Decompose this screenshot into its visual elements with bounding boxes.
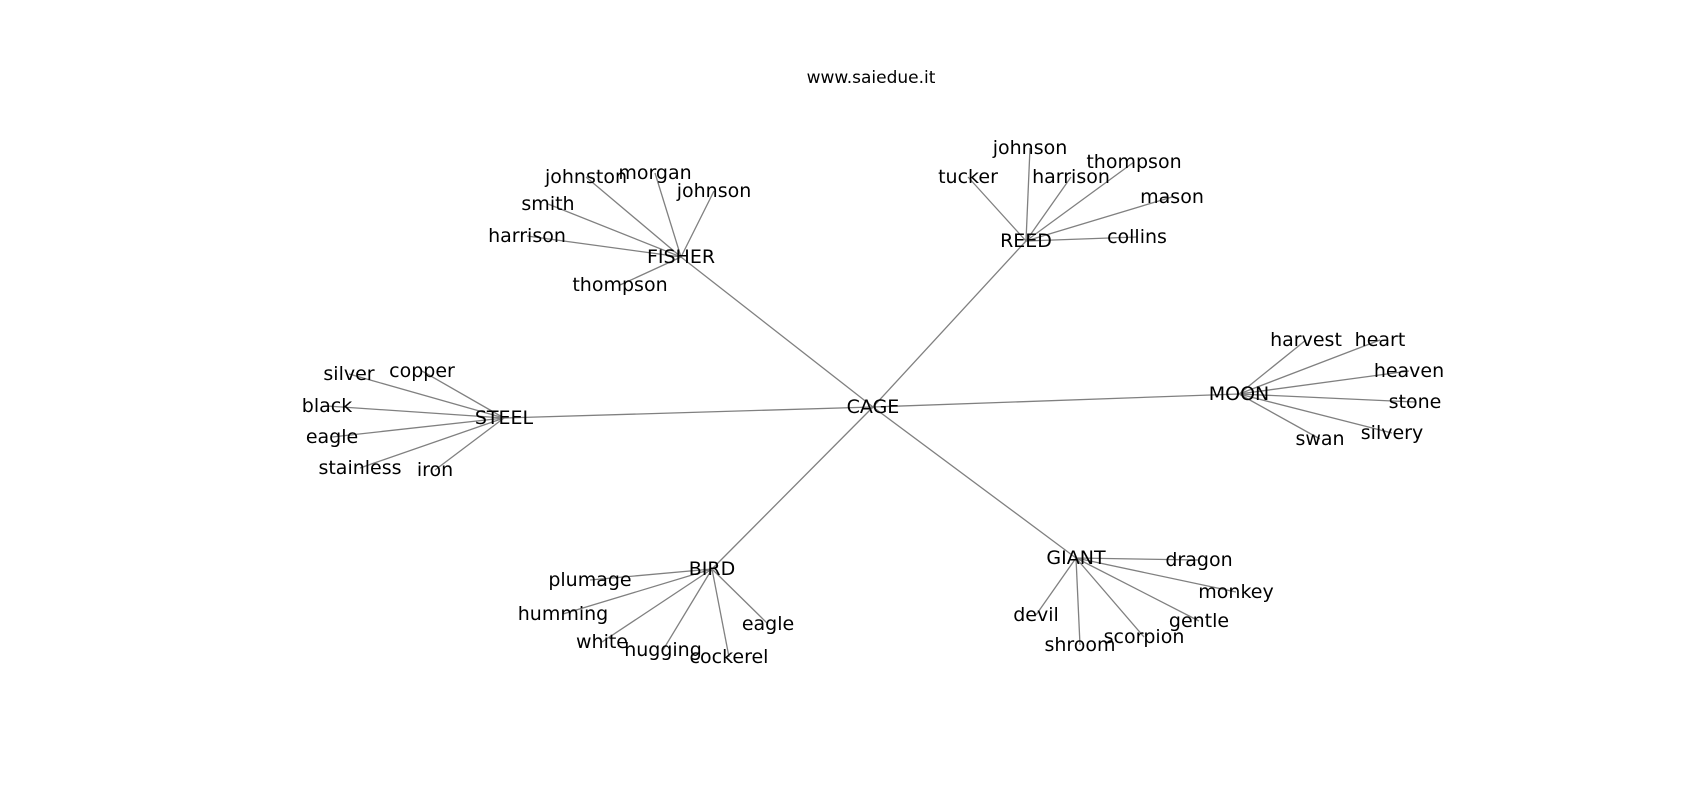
edge-giant-scorpion	[1075, 557, 1145, 638]
leaf-node-label: black	[302, 395, 352, 417]
leaf-node-label: mason	[1140, 186, 1204, 208]
edge-steel-copper	[421, 370, 505, 419]
edge-moon-swan	[1238, 393, 1321, 440]
edge-center-reed	[872, 240, 1027, 408]
edge-bird-plumage	[589, 568, 713, 581]
leaf-node-label: swan	[1295, 428, 1344, 450]
edge-center-fisher	[680, 256, 874, 408]
leaf-node-label: harrison	[1032, 166, 1110, 188]
edge-moon-stone	[1238, 393, 1416, 403]
hub-node-label: REED	[1000, 230, 1052, 252]
edge-center-steel	[503, 406, 874, 419]
edge-giant-gentle	[1075, 557, 1200, 622]
edges-layer	[326, 147, 1416, 658]
edge-fisher-morgan	[654, 172, 682, 258]
edge-fisher-johnson	[680, 190, 715, 258]
leaf-node-label: dragon	[1165, 549, 1232, 571]
hub-node-label: BIRD	[689, 558, 735, 580]
edge-bird-humming	[562, 568, 713, 615]
leaf-node-label: hugging	[624, 639, 702, 661]
edge-fisher-johnston	[585, 176, 682, 258]
edge-steel-iron	[434, 417, 505, 471]
leaf-node-label: cockerel	[690, 646, 769, 668]
edge-fisher-smith	[547, 203, 682, 258]
leaf-node-label: collins	[1107, 226, 1167, 248]
edge-center-giant	[872, 406, 1077, 559]
leaf-node-label: harrison	[488, 225, 566, 247]
edge-steel-stainless	[359, 417, 505, 469]
edge-reed-thompson	[1025, 161, 1135, 242]
leaf-node-label: heaven	[1374, 360, 1444, 382]
edge-bird-hugging	[662, 568, 713, 651]
leaf-node-label: white	[576, 631, 628, 653]
hub-node-label: STEEL	[475, 407, 534, 429]
leaf-node-label: stainless	[318, 457, 401, 479]
leaf-node-label: scorpion	[1104, 626, 1185, 648]
hub-node-label: FISHER	[647, 246, 715, 268]
edge-steel-black	[326, 405, 505, 419]
leaf-node-label: eagle	[742, 613, 794, 635]
edge-reed-tucker	[967, 176, 1027, 242]
edge-steel-silver	[348, 373, 505, 419]
edge-giant-devil	[1035, 557, 1077, 616]
leaf-node-label: johnson	[992, 137, 1068, 159]
leaf-node-label: heart	[1355, 329, 1406, 351]
leaf-node-label: copper	[389, 360, 455, 382]
edge-reed-mason	[1025, 196, 1173, 242]
edge-bird-cockerel	[711, 568, 730, 658]
edge-reed-collins	[1025, 236, 1138, 242]
leaf-node-label: harvest	[1270, 329, 1342, 351]
edge-reed-harrison	[1025, 176, 1072, 242]
leaf-node-label: stone	[1389, 391, 1442, 413]
leaf-node-label: iron	[417, 459, 453, 481]
leaf-node-label: thompson	[1086, 151, 1181, 173]
center-node-label: CAGE	[847, 396, 900, 418]
hub-node-label: GIANT	[1046, 547, 1106, 569]
leaf-node-label: gentle	[1169, 610, 1229, 632]
leaf-node-label: smith	[521, 193, 574, 215]
labels-layer: johnstonmorganjohnsonsmithharrisonthomps…	[302, 137, 1444, 668]
edge-moon-heart	[1238, 339, 1381, 395]
leaf-node-label: devil	[1013, 604, 1059, 626]
edge-bird-eagle	[711, 568, 769, 625]
edge-bird-white	[601, 568, 713, 643]
leaf-node-label: silvery	[1361, 422, 1423, 444]
leaf-node-label: monkey	[1198, 581, 1273, 603]
edge-fisher-thompson	[619, 256, 682, 286]
leaf-node-label: morgan	[618, 162, 691, 184]
edge-fisher-harrison	[526, 235, 682, 258]
edge-giant-monkey	[1075, 557, 1237, 593]
leaf-node-label: tucker	[938, 166, 998, 188]
leaf-node-label: johnson	[676, 180, 752, 202]
leaf-node-label: shroom	[1044, 634, 1115, 656]
edge-moon-harvest	[1238, 339, 1307, 395]
edge-moon-silvery	[1238, 393, 1393, 434]
leaf-node-label: plumage	[548, 569, 631, 591]
edge-giant-shroom	[1075, 557, 1081, 646]
edge-giant-dragon	[1075, 557, 1200, 561]
leaf-node-label: thompson	[572, 274, 667, 296]
edge-reed-johnson	[1025, 147, 1031, 242]
leaf-node-label: eagle	[306, 426, 358, 448]
edge-moon-heaven	[1238, 370, 1410, 395]
leaf-node-label: silver	[323, 363, 374, 385]
edge-center-moon	[872, 393, 1240, 408]
leaf-node-label: humming	[518, 603, 608, 625]
edge-steel-eagle	[331, 417, 505, 438]
leaf-node-label: johnston	[544, 166, 627, 188]
hub-node-label: MOON	[1209, 383, 1270, 405]
page-title: www.saiedue.it	[806, 68, 936, 88]
edge-center-bird	[711, 406, 874, 570]
